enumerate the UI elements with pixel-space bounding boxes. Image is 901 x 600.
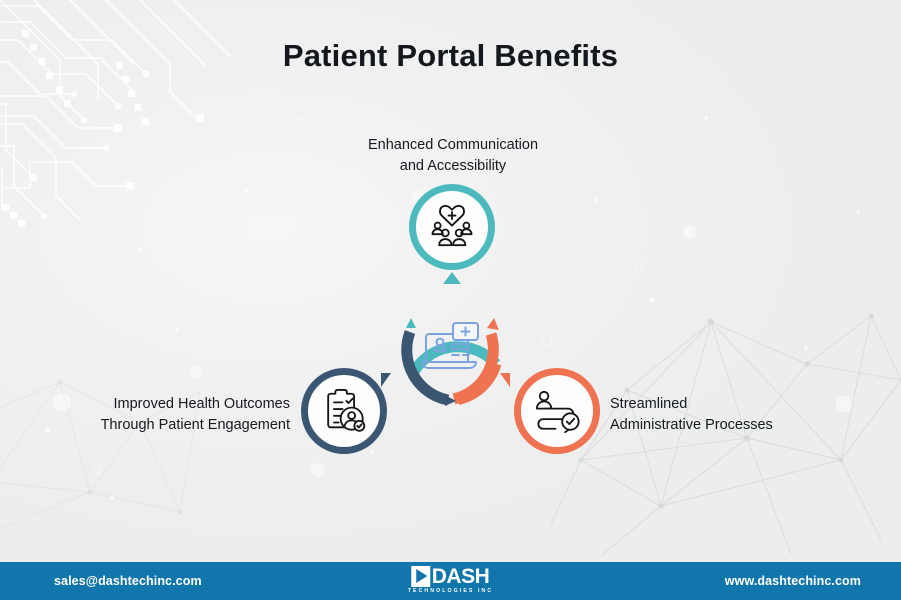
dash-logo: DASH TECHNOLOGIES INC — [408, 566, 493, 594]
logo-wordmark: DASH — [411, 565, 490, 588]
hub-arc-navy — [401, 330, 450, 406]
footer-website[interactable]: www.dashtechinc.com — [724, 574, 861, 588]
hub-arc-ring — [401, 318, 502, 406]
dash-logo-mark-icon — [411, 566, 431, 587]
triangle-down-right-icon — [500, 373, 510, 387]
label-enhanced-communication: Enhanced Communication and Accessibility — [367, 137, 539, 174]
label-streamlined-administrative: Streamlined Administrative Processes — [610, 396, 773, 433]
node-streamlined-administrative[interactable] — [514, 368, 600, 454]
label-improved-health-outcomes: Improved Health Outcomes Through Patient… — [100, 396, 290, 433]
triangle-up-icon — [443, 272, 461, 284]
circuit-traces-decoration — [0, 0, 231, 227]
logo-subtext: TECHNOLOGIES INC — [407, 588, 494, 594]
footer-bar: sales@dashtechinc.com DASH TECHNOLOGIES … — [0, 562, 901, 600]
workflow-check-icon — [535, 390, 580, 434]
hub-arc-teal — [406, 341, 501, 379]
patient-record-laptop-icon — [421, 322, 479, 369]
node-enhanced-communication[interactable] — [409, 184, 495, 270]
footer-email[interactable]: sales@dashtechinc.com — [54, 574, 202, 588]
clipboard-patient-check-icon — [327, 389, 366, 432]
triangle-down-left-icon — [381, 373, 391, 387]
hub-arc-coral-2 — [452, 332, 499, 405]
patient-portal-hub — [386, 284, 516, 414]
hub-arc-tip-teal — [406, 318, 416, 328]
heart-with-people-icon — [431, 205, 473, 247]
page-title: Patient Portal Benefits — [282, 38, 619, 73]
hub-arc-tip-navy — [445, 395, 456, 406]
node-improved-health-outcomes[interactable] — [301, 368, 387, 454]
logo-text: DASH — [431, 565, 490, 588]
hub-arc-tip-coral — [487, 318, 499, 330]
